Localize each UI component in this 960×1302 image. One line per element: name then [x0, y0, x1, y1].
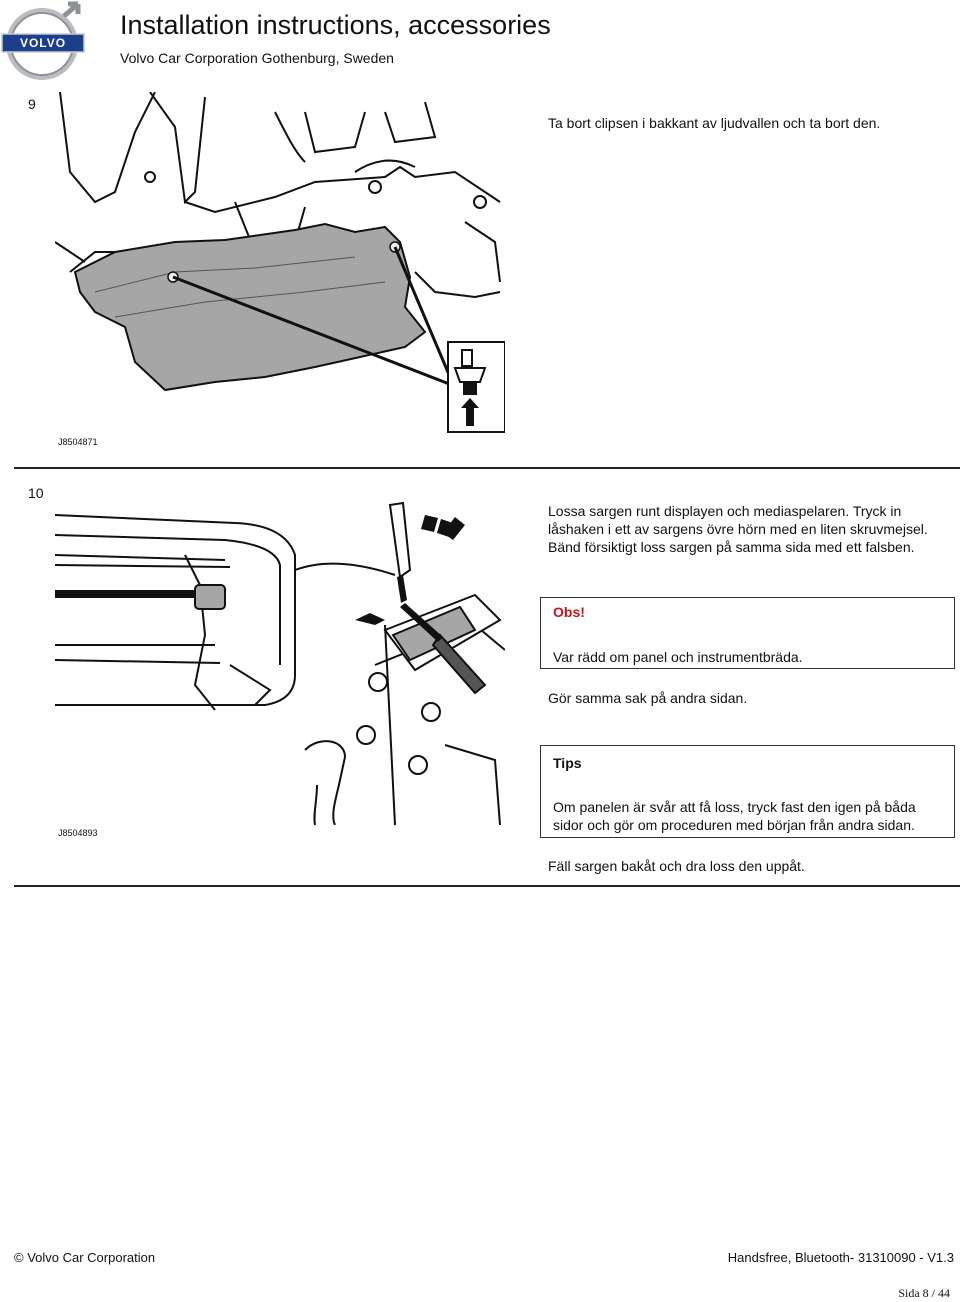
- obs-notice-body: Var rädd om panel och instrumentbräda.: [553, 649, 803, 665]
- tips-title: Tips: [553, 755, 582, 771]
- step-10-illustration: [55, 501, 505, 825]
- footer-page-number: Sida 8 / 44: [898, 1286, 950, 1300]
- tips-body: Om panelen är svår att få loss, tryck fa…: [553, 798, 916, 834]
- step-10-figure-code: J8504893: [58, 828, 98, 838]
- step-9-number: 9: [28, 96, 36, 112]
- page-subtitle: Volvo Car Corporation Gothenburg, Sweden: [120, 50, 394, 66]
- step-10-same-side-text: Gör samma sak på andra sidan.: [548, 690, 748, 706]
- step-divider-bottom: [14, 885, 960, 887]
- step-divider: [14, 467, 960, 469]
- step-10-text-line-2: låshaken i ett av sargens övre hörn med …: [548, 521, 928, 537]
- step-10-number: 10: [28, 485, 44, 501]
- footer-document-id: Handsfree, Bluetooth- 31310090 - V1.3: [727, 1250, 954, 1265]
- tips-box: Tips Om panelen är svår att få loss, try…: [540, 745, 955, 838]
- tips-body-line-2: sidor och gör om proceduren med början f…: [553, 817, 915, 833]
- obs-notice-title: Obs!: [553, 604, 585, 620]
- volvo-logo: [1, 1, 85, 80]
- footer-copyright: © Volvo Car Corporation: [14, 1250, 156, 1265]
- logo-wordmark: VOLVO: [19, 36, 67, 50]
- page-title: Installation instructions, accessories: [120, 10, 551, 40]
- step-10-text-line-1: Lossa sargen runt displayen och mediaspe…: [548, 503, 902, 519]
- step-10-text-line-3: Bänd försiktigt loss sargen på samma sid…: [548, 539, 915, 555]
- step-10-final-text: Fäll sargen bakåt och dra loss den uppåt…: [548, 858, 805, 874]
- obs-notice-box: Obs! Var rädd om panel och instrumentbrä…: [540, 597, 955, 669]
- step-9-figure-code: J8504871: [58, 437, 98, 447]
- step-10-text: Lossa sargen runt displayen och mediaspe…: [548, 502, 928, 556]
- step-9-illustration: [55, 92, 505, 433]
- tips-body-line-1: Om panelen är svår att få loss, tryck fa…: [553, 799, 916, 815]
- step-9-text: Ta bort clipsen i bakkant av ljudvallen …: [548, 115, 881, 131]
